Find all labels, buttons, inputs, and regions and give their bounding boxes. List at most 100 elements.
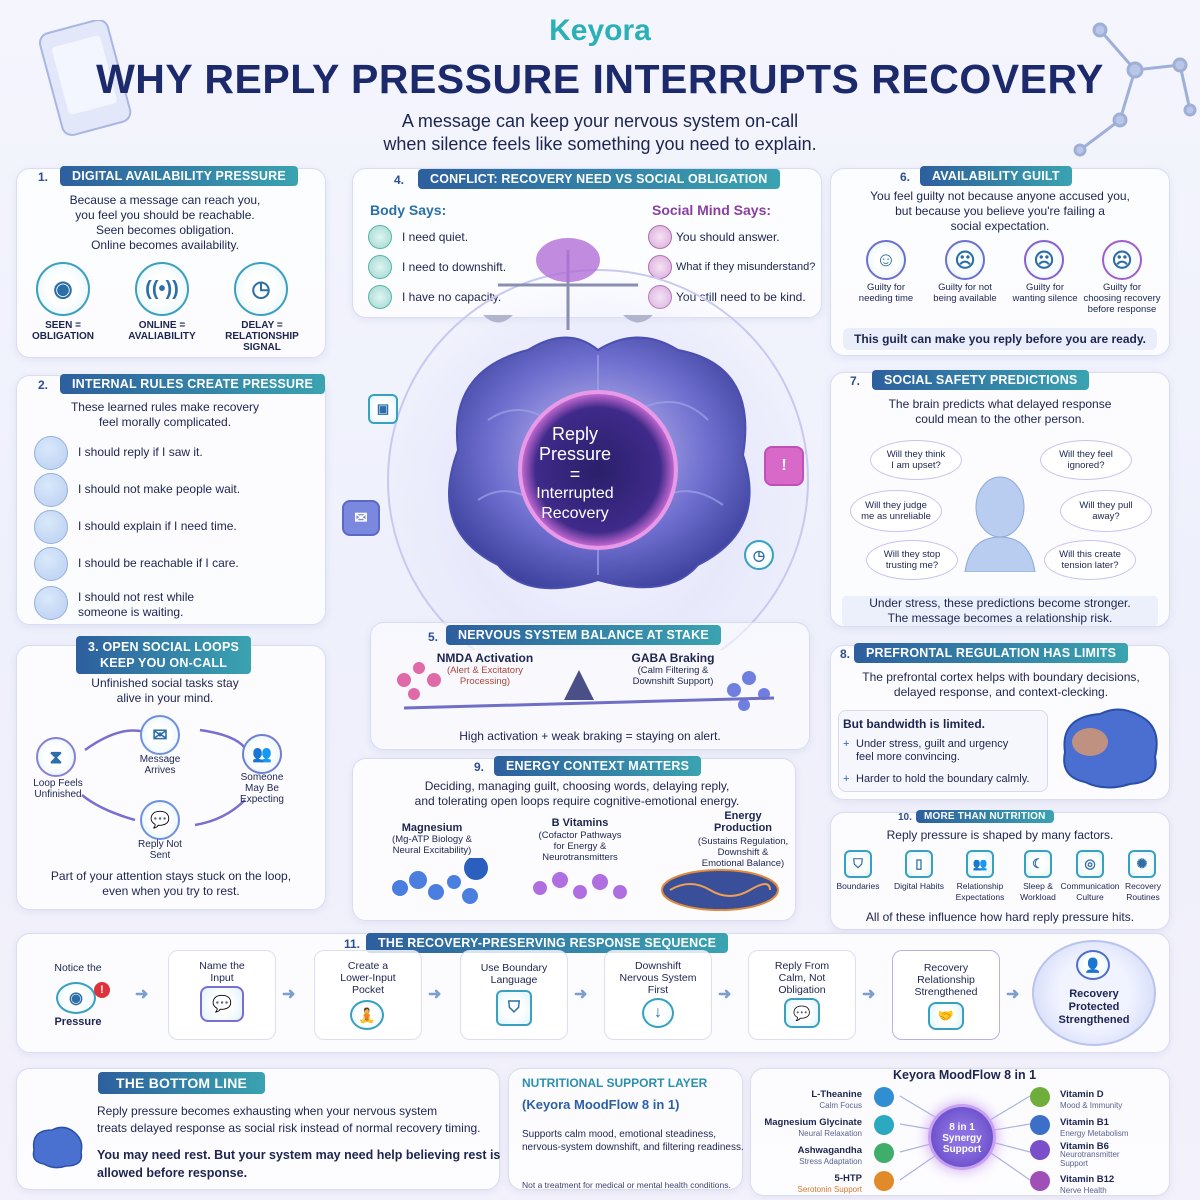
s6-footer: This guilt can make you reply before you… bbox=[843, 328, 1157, 350]
notification-icon: ! bbox=[764, 446, 804, 486]
step-label: Notice the bbox=[54, 962, 102, 974]
nutrition-product: (Keyora MoodFlow 8 in 1) bbox=[522, 1097, 680, 1112]
s10-number: 10. bbox=[898, 812, 912, 823]
nmda-sub: (Alert & Excitatory Processing) bbox=[446, 665, 524, 687]
frown-icon: ☹ bbox=[1024, 240, 1064, 280]
s9-heading: ENERGY CONTEXT MATTERS bbox=[494, 756, 702, 776]
s3-node-loop: Loop Feels Unfinished bbox=[33, 778, 83, 800]
mind-says-item: You should answer. bbox=[676, 230, 780, 244]
s1-icon-label-seen: SEEN = OBLIGATION bbox=[31, 320, 95, 342]
person-icon bbox=[34, 510, 68, 544]
s6-item: Guilty for wanting silence bbox=[1012, 282, 1078, 304]
ingredient-dot-icon bbox=[1030, 1171, 1050, 1191]
bandwidth-point: Under stress, guilt and urgency feel mor… bbox=[856, 738, 1009, 763]
s2-rule: I should not rest while someone is waiti… bbox=[78, 590, 195, 619]
s8-heading: PREFRONTAL REGULATION HAS LIMITS bbox=[854, 643, 1129, 663]
s9-intro: Deciding, managing guilt, choosing words… bbox=[414, 779, 740, 808]
s3-footer: Part of your attention stays stuck on th… bbox=[50, 869, 292, 898]
s2-intro: These learned rules make recovery feel m… bbox=[70, 400, 260, 429]
s10-intro: Reply pressure is shaped by many factors… bbox=[886, 828, 1114, 842]
step-label: Pressure bbox=[54, 1016, 102, 1028]
bandwidth-box bbox=[838, 710, 1048, 792]
bvitamins-sub: (Cofactor Pathways for Energy & Neurotra… bbox=[538, 830, 622, 863]
bandwidth-point: Harder to hold the boundary calmly. bbox=[856, 773, 1030, 785]
step-label: Downshift Nervous System First bbox=[619, 960, 697, 996]
ingredient-name: Magnesium Glycinate bbox=[764, 1117, 862, 1128]
person-icon bbox=[34, 436, 68, 470]
s8-intro: The prefrontal cortex helps with boundar… bbox=[862, 670, 1140, 699]
magnesium-sub: (Mg-ATP Biology & Neural Excitability) bbox=[392, 834, 472, 856]
ingredient-name: 5-HTP bbox=[834, 1173, 862, 1184]
brain-illustration bbox=[387, 238, 809, 650]
s1-line: Because a message can reach you, bbox=[69, 193, 261, 207]
gaba-title: GABA Braking bbox=[631, 651, 715, 665]
s4-heading: CONFLICT: RECOVERY NEED VS SOCIAL OBLIGA… bbox=[418, 169, 780, 189]
handshake-icon: 🤝 bbox=[928, 1002, 964, 1030]
body-says-item: I need quiet. bbox=[402, 230, 469, 244]
center-eq: = bbox=[569, 464, 581, 484]
s3-heading: 3. OPEN SOCIAL LOOPS KEEP YOU ON-CALL bbox=[76, 636, 252, 674]
s1-line: Seen becomes obligation. bbox=[95, 223, 235, 237]
person-icon bbox=[368, 255, 392, 279]
ingredient-sub: Serotonin Support bbox=[797, 1185, 863, 1194]
ingredient-name: Vitamin B1 bbox=[1060, 1117, 1109, 1128]
nutrition-note: Not a treatment for medical or mental he… bbox=[522, 1180, 731, 1190]
ingredient-sub: Neural Relaxation bbox=[798, 1129, 862, 1138]
page-title: WHY REPLY PRESSURE INTERRUPTS RECOVERY bbox=[96, 56, 1104, 102]
s9-number: 9. bbox=[474, 760, 485, 774]
s3-intro: Unfinished social tasks stay alive in yo… bbox=[91, 676, 239, 705]
s6-item: Guilty for needing time bbox=[858, 282, 914, 304]
molecule-decoration bbox=[1073, 22, 1197, 157]
magnesium-title: Magnesium bbox=[401, 822, 463, 834]
person-icon bbox=[368, 225, 392, 249]
step-label: Recovery Protected Strengthened bbox=[1058, 988, 1130, 1026]
nutrition-heading: NUTRITIONAL SUPPORT LAYER bbox=[522, 1076, 708, 1090]
body-says-title: Body Says: bbox=[370, 202, 447, 218]
s3-node-message: Message Arrives bbox=[139, 754, 181, 776]
ingredient-dot-icon bbox=[874, 1171, 894, 1191]
sequence-arrow: ➜ bbox=[862, 986, 876, 1003]
person-icon bbox=[34, 473, 68, 507]
s1-line: you feel you should be reachable. bbox=[75, 208, 255, 222]
person-icon bbox=[34, 547, 68, 581]
s10-item: Communication Culture bbox=[1060, 881, 1120, 902]
energy-sub: (Sustains Regulation, Downshift & Emotio… bbox=[697, 836, 789, 869]
sequence-arrow: ➜ bbox=[135, 986, 149, 1003]
relationship-icon: 👥 bbox=[966, 850, 994, 878]
ingredient-name: Vitamin B6 bbox=[1060, 1141, 1109, 1152]
s2-rule: I should not make people wait. bbox=[78, 482, 241, 496]
s6-item: Guilty for choosing recovery before resp… bbox=[1083, 282, 1161, 315]
clock-icon: ◷ bbox=[234, 262, 288, 316]
person-icon bbox=[34, 586, 68, 620]
ingredient-name: Ashwagandha bbox=[797, 1145, 862, 1156]
step-label: Recovery Relationship Strengthened bbox=[914, 962, 978, 998]
section-open-loops bbox=[16, 645, 326, 910]
center-top: Reply Pressure bbox=[538, 424, 612, 464]
ingredient-name: Vitamin B12 bbox=[1060, 1174, 1115, 1185]
phone-illustration bbox=[38, 20, 132, 137]
gaba-sub: (Calm Filtering & Downshift Support) bbox=[632, 665, 714, 687]
ingredient-dot-icon bbox=[1030, 1087, 1050, 1107]
s5-heading: NERVOUS SYSTEM BALANCE AT STAKE bbox=[446, 625, 721, 645]
ingredient-sub: Mood & Immunity bbox=[1060, 1101, 1123, 1110]
brain-mini-icon bbox=[32, 1126, 83, 1169]
communication-icon: ◎ bbox=[1076, 850, 1104, 878]
shield-icon: ⛉ bbox=[496, 990, 532, 1026]
ingredient-name: Vitamin D bbox=[1060, 1089, 1104, 1100]
s10-item: Relationship Expectations bbox=[955, 881, 1005, 902]
s7-number: 7. bbox=[850, 374, 861, 388]
s6-number: 6. bbox=[900, 170, 911, 184]
s2-number: 2. bbox=[38, 378, 49, 392]
worried-icon: ☹ bbox=[1102, 240, 1142, 280]
sequence-arrow: ➜ bbox=[1006, 986, 1020, 1003]
s8-number: 8. bbox=[840, 647, 851, 661]
balance-scale bbox=[397, 662, 775, 711]
shield-icon: ⛉ bbox=[844, 850, 872, 878]
sequence-arrow: ➜ bbox=[282, 986, 296, 1003]
prediction-bubble: Will they pull away? bbox=[1060, 490, 1152, 532]
brain-small-illustration bbox=[1063, 708, 1158, 789]
step-label: Name the Input bbox=[199, 960, 245, 984]
s6-item: Guilty for not being available bbox=[933, 282, 997, 304]
speech-icon: 💬 bbox=[200, 986, 244, 1022]
s10-item: Boundaries bbox=[836, 881, 880, 891]
